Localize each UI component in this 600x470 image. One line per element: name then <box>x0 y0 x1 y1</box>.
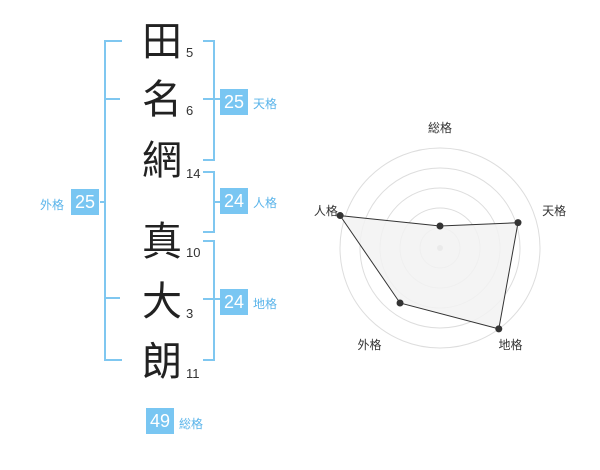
jinkaku-value: 24 <box>220 188 248 214</box>
radar-axis-label-3: 地格 <box>498 337 522 352</box>
radar-point-3 <box>495 325 503 333</box>
tenkaku-value: 25 <box>220 89 248 115</box>
stroke-count-2: 6 <box>186 103 194 118</box>
name-char-1: 田 <box>142 19 182 65</box>
soukaku-label: 総格 <box>179 417 204 431</box>
gaikaku-label: 外格 <box>40 198 65 212</box>
radar-points <box>336 212 522 333</box>
radar-axis-label-2: 天格 <box>542 203 566 218</box>
gaikaku-connector <box>100 201 106 203</box>
name-char-4: 真 <box>142 219 182 265</box>
chikaku-value: 24 <box>220 289 248 315</box>
name-char-5: 大 <box>142 279 182 325</box>
radar-point-1 <box>436 222 444 230</box>
radar-axis-label-4: 外格 <box>357 337 381 352</box>
jinkaku-label: 人格 <box>253 196 278 210</box>
radar-point-2 <box>514 219 522 227</box>
name-char-6: 朗 <box>142 339 182 385</box>
tenkaku-mid <box>203 98 213 100</box>
stroke-count-5: 3 <box>186 306 194 321</box>
radar-ring-4 <box>359 167 521 329</box>
chikaku-mid <box>203 298 213 300</box>
stroke-count-1: 5 <box>186 45 194 60</box>
tenkaku-label: 天格 <box>253 97 278 111</box>
radar-polygon <box>339 214 519 330</box>
chikaku-bracket <box>203 240 215 361</box>
radar-point-4 <box>396 299 404 307</box>
gaikaku-value: 25 <box>71 189 99 215</box>
tenkaku-connector <box>213 98 221 100</box>
tenkaku-bracket <box>203 40 215 161</box>
bracket-divider-2 <box>104 297 120 299</box>
stroke-count-3: 14 <box>186 166 201 181</box>
stroke-count-6: 11 <box>186 366 200 381</box>
stroke-count-4: 10 <box>186 245 201 260</box>
radar-axis-label-5: 人格 <box>314 203 338 218</box>
radar-point-5 <box>336 212 344 220</box>
gaikaku-bracket <box>104 40 122 361</box>
name-char-2: 名 <box>142 77 182 123</box>
name-char-3: 網 <box>142 138 182 184</box>
radar-axis-label-1: 総格 <box>428 120 452 135</box>
bracket-divider-1 <box>104 98 120 100</box>
radar-ring-5 <box>339 147 541 349</box>
chikaku-connector <box>213 298 221 300</box>
chikaku-label: 地格 <box>253 297 278 311</box>
soukaku-value: 49 <box>146 408 174 434</box>
jinkaku-connector <box>213 201 221 203</box>
